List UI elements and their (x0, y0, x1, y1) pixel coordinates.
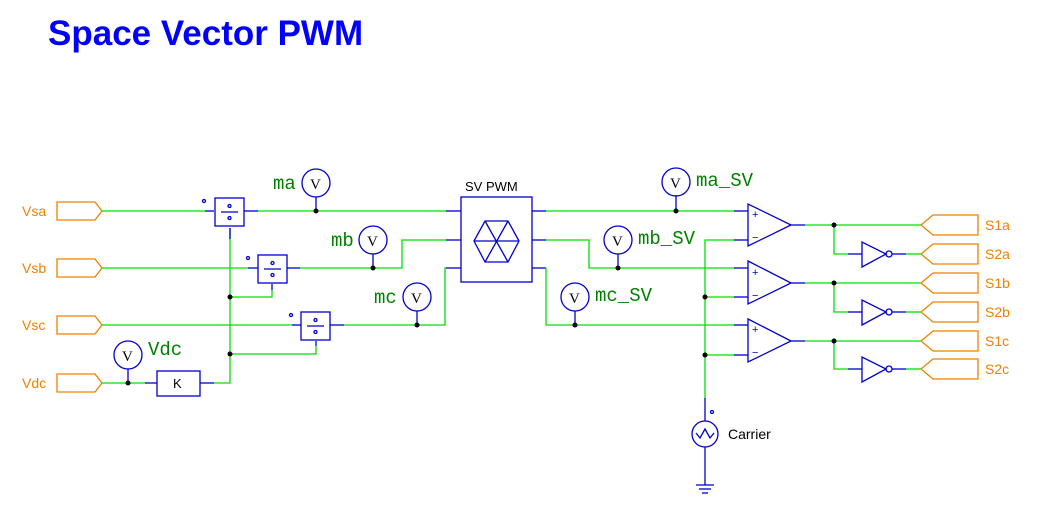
voltmeter-label: mb_SV (638, 228, 696, 250)
input-port-vdc[interactable]: Vdc (22, 373, 103, 393)
svg-text:−: − (752, 232, 758, 244)
output-port-label: S1c (985, 333, 1009, 349)
input-port-label: Vsc (22, 317, 45, 333)
comparator-c[interactable]: + − (747, 317, 805, 364)
voltmeter-label: ma_SV (696, 170, 754, 192)
carrier-label: Carrier (728, 426, 771, 442)
voltmeter-label: Vdc (148, 339, 182, 361)
voltmeter-label: mc_SV (595, 285, 653, 307)
output-port-label: S2a (985, 246, 1010, 262)
svg-text:+: + (752, 267, 758, 279)
output-port-label: S2b (985, 304, 1010, 320)
output-logic-c (805, 338, 921, 384)
input-port-vsa[interactable]: Vsa (22, 201, 103, 221)
output-logic-a (805, 222, 921, 269)
carrier-source[interactable]: Carrier (691, 409, 771, 494)
output-port-s2a[interactable]: S2a (919, 243, 1010, 265)
svg-text:+: + (752, 324, 758, 336)
not-gate-c[interactable] (861, 355, 893, 384)
carrier-bus (702, 239, 748, 421)
gain-block[interactable]: K (156, 228, 231, 397)
input-port-label: Vsa (22, 203, 46, 219)
svg-text:K: K (173, 376, 182, 391)
svg-text:V: V (310, 177, 321, 193)
page-title: Space Vector PWM (48, 14, 364, 53)
input-port-vsb[interactable]: Vsb (22, 258, 103, 278)
svg-text:−: − (752, 290, 758, 302)
input-wires (102, 210, 301, 384)
voltmeter-mc-sv[interactable]: V mc_SV (560, 282, 653, 328)
svg-text:V: V (367, 234, 378, 250)
voltmeter-label: mc (374, 287, 397, 309)
svg-text:−: − (752, 347, 758, 359)
comparator-a[interactable]: + − (747, 202, 805, 248)
input-port-vsc[interactable]: Vsc (22, 315, 103, 335)
not-gate-a[interactable] (861, 240, 893, 269)
ground-icon (696, 484, 714, 494)
output-port-s1a[interactable]: S1a (919, 214, 1010, 236)
svg-text:V: V (122, 349, 133, 365)
divider-b[interactable] (245, 254, 301, 284)
svg-text:V: V (670, 176, 681, 192)
output-port-label: S2c (985, 361, 1009, 377)
modulation-wires (258, 210, 461, 326)
output-logic-b (805, 280, 921, 327)
input-port-label: Vdc (22, 375, 46, 391)
svg-text:V: V (569, 291, 580, 307)
not-gate-b[interactable] (861, 298, 893, 327)
voltmeter-ma-sv[interactable]: V ma_SV (661, 167, 754, 214)
vdc-bus (227, 228, 317, 357)
svg-text:V: V (612, 234, 623, 250)
output-port-label: S1b (985, 275, 1010, 291)
divider-a[interactable] (201, 197, 259, 227)
voltmeter-ma[interactable]: V ma (273, 168, 331, 214)
output-port-s2c[interactable]: S2c (919, 358, 1009, 380)
voltmeter-mc[interactable]: V mc (374, 282, 432, 328)
svg-text:+: + (752, 209, 758, 221)
voltmeter-vdc[interactable]: V Vdc (113, 339, 182, 386)
triangle-wave-icon (695, 427, 715, 440)
output-port-s2b[interactable]: S2b (919, 301, 1010, 323)
hexagon-icon (473, 220, 520, 263)
voltmeter-mb[interactable]: V mb (331, 225, 388, 271)
voltmeter-label: ma (273, 173, 296, 195)
output-port-label: S1a (985, 217, 1010, 233)
svpwm-label: SV PWM (465, 179, 518, 194)
voltmeter-label: mb (331, 230, 354, 252)
sv-output-wires (545, 210, 748, 326)
svpwm-block[interactable]: SV PWM (460, 179, 546, 283)
input-port-label: Vsb (22, 260, 46, 276)
voltmeter-mb-sv[interactable]: V mb_SV (603, 225, 696, 271)
output-port-s1c[interactable]: S1c (919, 330, 1009, 352)
output-port-s1b[interactable]: S1b (919, 272, 1010, 294)
divider-c[interactable] (288, 311, 345, 341)
svg-text:V: V (411, 291, 422, 307)
comparator-b[interactable]: + − (747, 259, 805, 306)
